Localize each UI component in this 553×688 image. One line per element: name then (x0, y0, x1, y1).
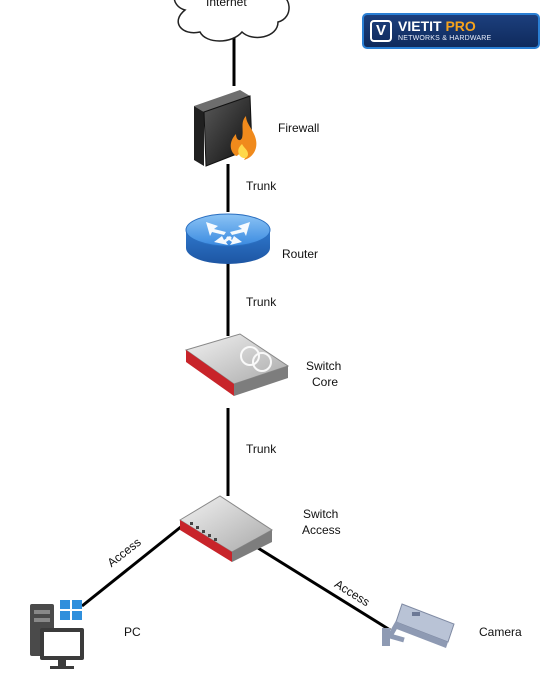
router-icon (185, 213, 271, 264)
firewall-label: Firewall (278, 121, 320, 135)
link-label-firewall-router: Trunk (246, 179, 277, 193)
pc-label: PC (124, 625, 141, 639)
brand-badge: V VIETIT PRO NETWORKS & HARDWARE (362, 13, 540, 49)
brand-logo-icon: V (370, 20, 392, 42)
brand-name: VIETIT PRO (398, 18, 476, 34)
router-label: Router (282, 247, 319, 261)
brand-tagline: NETWORKS & HARDWARE (398, 35, 492, 42)
brand-name-accent: PRO (445, 18, 476, 34)
switch-access-label-line1: Switch (303, 507, 339, 521)
switch-core-label-line1: Switch (306, 359, 342, 373)
windows-logo-icon (60, 600, 82, 620)
switch-access-label-line2: Access (302, 523, 341, 537)
internet-label: Internet (206, 0, 247, 9)
camera-label: Camera (479, 625, 522, 639)
internet-cloud-icon (173, 0, 290, 42)
pc-icon (30, 604, 84, 669)
brand-name-main: VIETIT (398, 18, 442, 34)
switch-access-icon (179, 495, 273, 562)
switch-core-icon (184, 333, 290, 396)
link-access-camera (257, 546, 391, 632)
link-label-core-access: Trunk (246, 442, 277, 456)
link-label-router-core: Trunk (246, 295, 277, 309)
security-camera-icon (382, 603, 455, 648)
link-access-pc (81, 524, 183, 608)
switch-core-label-line2: Core (312, 375, 339, 389)
firewall-icon (194, 90, 257, 167)
